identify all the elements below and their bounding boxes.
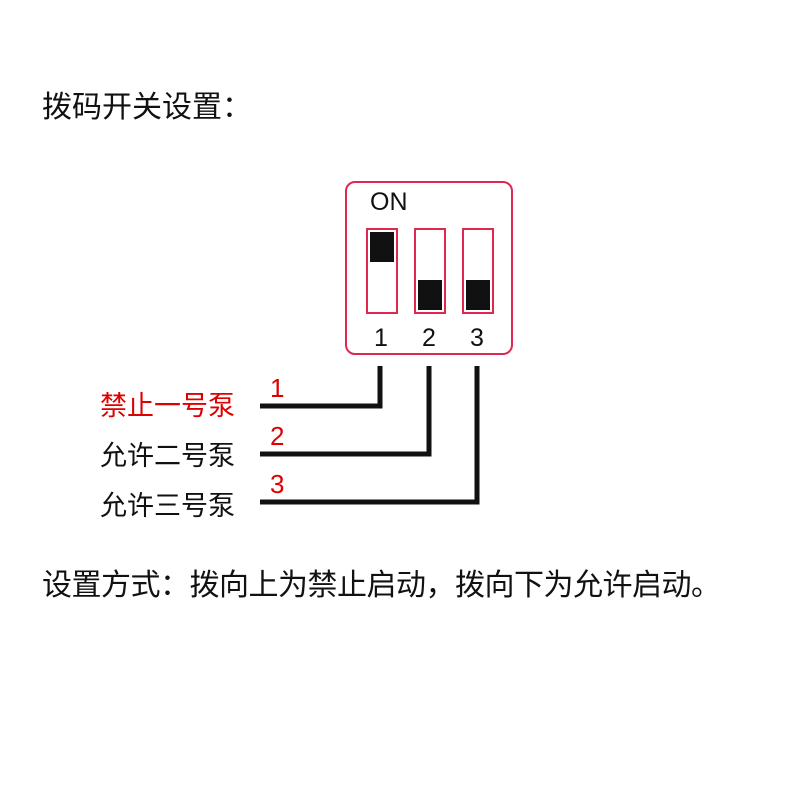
instructions-text: 设置方式：拨向上为禁止启动，拨向下为允许启动。 [42,568,721,603]
dip-knob-2[interactable] [418,280,442,310]
wire-number-2: 2 [270,421,285,451]
wire-line-2 [260,366,432,457]
wire-number-1: 1 [270,373,285,403]
page-title: 拨码开关设置： [42,90,252,125]
switch-number-3: 3 [470,324,484,352]
wire-line-1 [260,366,383,409]
dip-slot-1[interactable] [366,228,398,314]
wire-line-3 [260,366,480,505]
on-label: ON [370,188,408,216]
dip-knob-1[interactable] [370,232,394,262]
wire-label-3: 允许三号泵 [100,491,235,522]
dip-slot-2[interactable] [414,228,446,314]
dip-knob-3[interactable] [466,280,490,310]
switch-number-2: 2 [422,324,436,352]
wire-number-3: 3 [270,469,285,499]
switch-number-1: 1 [374,324,388,352]
wire-label-1: 禁止一号泵 [100,391,235,422]
dip-slot-3[interactable] [462,228,494,314]
wire-label-2: 允许二号泵 [100,441,235,472]
